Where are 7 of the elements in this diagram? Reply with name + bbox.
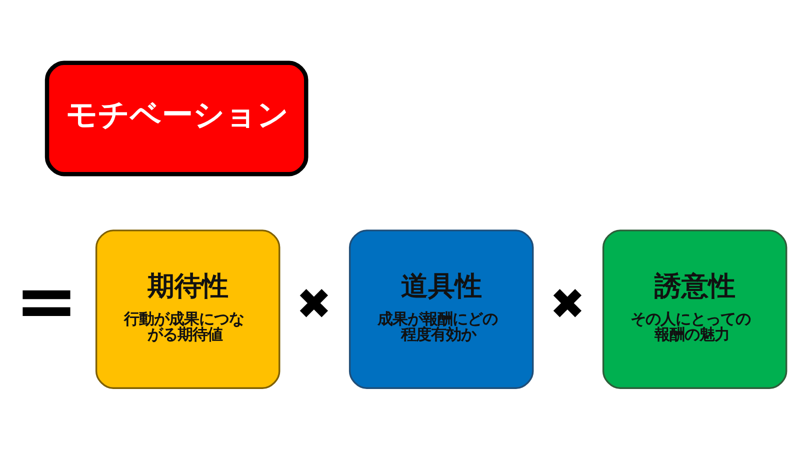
- label: =: [14, 256, 78, 345]
- label: ✖: [296, 278, 332, 328]
- node-box: 期待性 行動が成果につながる期待値: [94, 229, 280, 388]
- label: ✖: [549, 278, 585, 328]
- node-box: 道具性 成果が報酬にどの程度有効か: [348, 229, 534, 388]
- node-box: モチベーション: [44, 60, 308, 176]
- node-box: 誘意性 その人にとっての報酬の魅力: [602, 229, 787, 388]
